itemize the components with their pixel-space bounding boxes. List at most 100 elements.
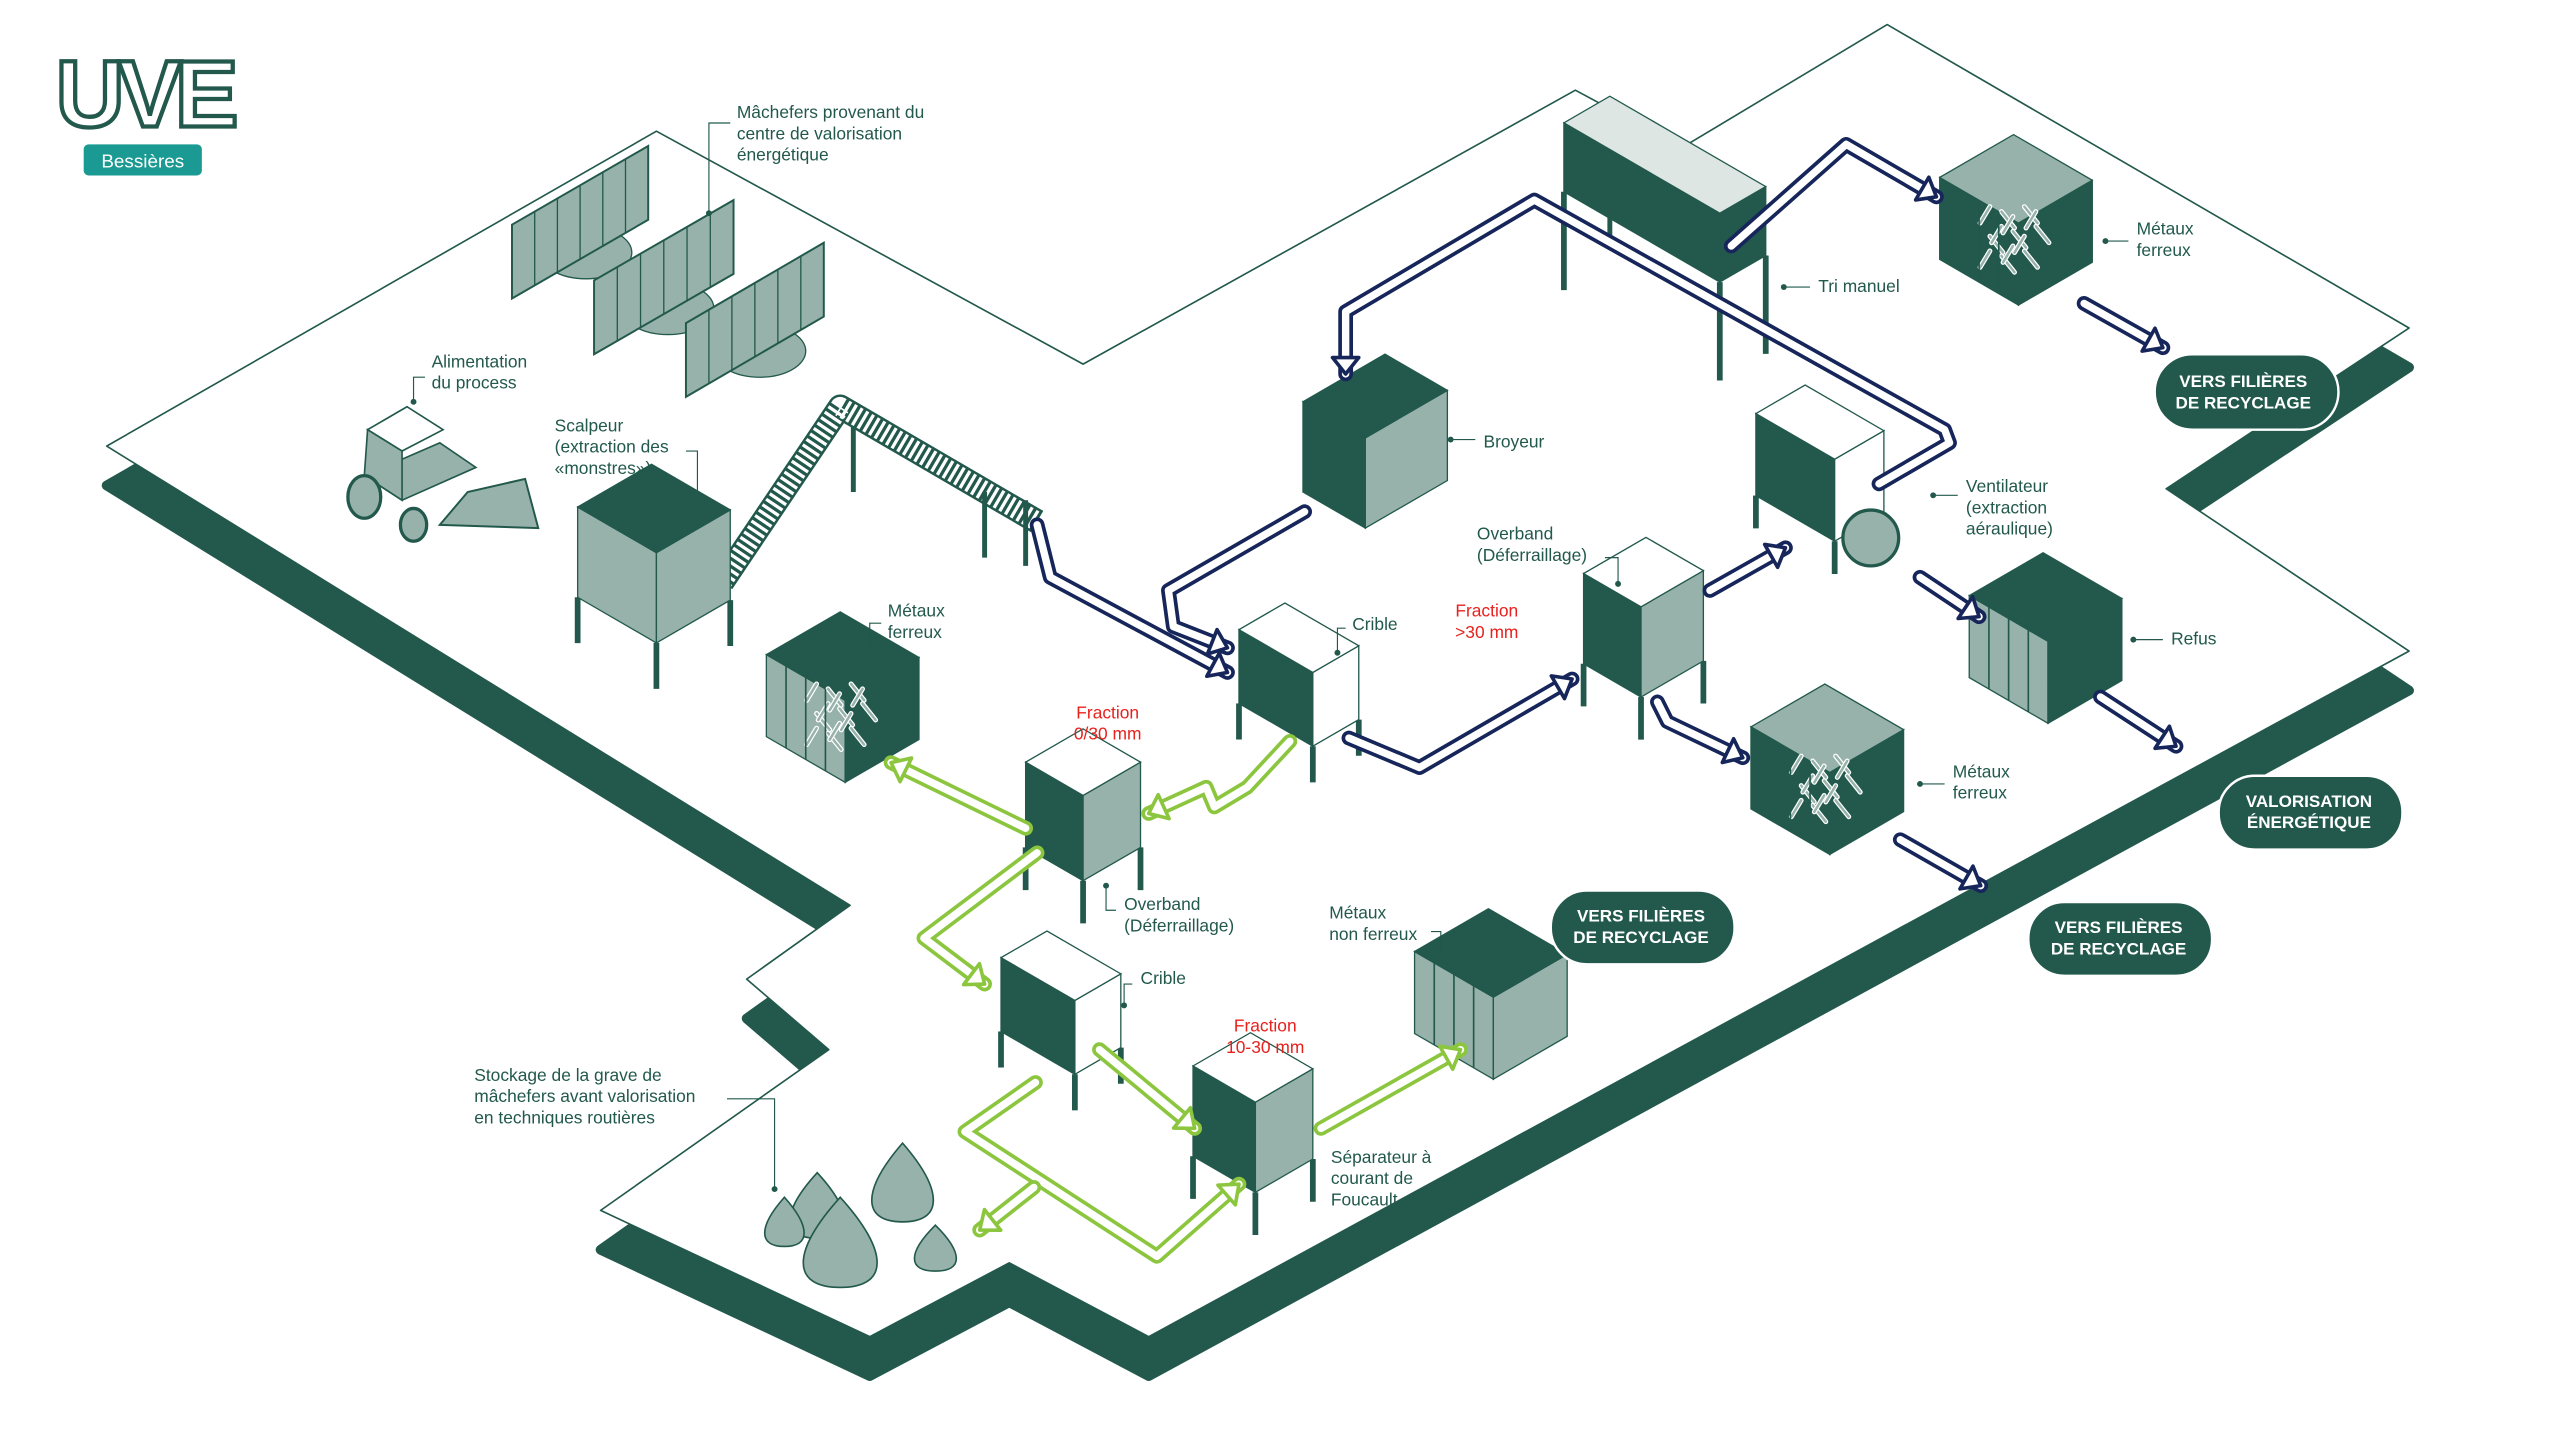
logo-wordmark: UVE (56, 41, 235, 147)
arrow-head-icon (1171, 1106, 1197, 1131)
gravel-pile (913, 1223, 958, 1272)
scrap-piece (1811, 759, 1828, 779)
machine-top-face (1413, 907, 1569, 998)
flow-crible-to-stockage (957, 1075, 1247, 1264)
metaux-ferreux-container-1 (765, 611, 921, 784)
crible-1 (1236, 602, 1362, 783)
leader-dot (866, 649, 873, 656)
arrow-head-icon (1956, 594, 1981, 621)
scrap-piece (851, 687, 864, 707)
scrap-piece (1790, 799, 1803, 818)
machine-top-face (1749, 683, 1905, 774)
arrow-head-icon (977, 1207, 1003, 1233)
loader-wheel (346, 473, 383, 520)
leader-dot (1917, 781, 1923, 787)
arrow-head-icon (1216, 1182, 1241, 1207)
leader-dot (1447, 436, 1454, 443)
leader-line (726, 1098, 776, 1190)
scrap-piece (1813, 764, 1826, 784)
flow-overband-to-metaux (1650, 694, 1751, 766)
leader-dot (1437, 951, 1444, 958)
scrap-piece (828, 722, 841, 741)
scrap-piece (1790, 754, 1803, 774)
loader-wheel (398, 506, 429, 543)
scrap-piece (1834, 754, 1851, 774)
flow-core (1653, 698, 1747, 762)
scrap-piece (861, 702, 877, 722)
scrap-piece (2034, 225, 2051, 244)
leader-dot (1334, 649, 1341, 656)
loader-bucket (437, 477, 540, 530)
gravel-pile (870, 1141, 935, 1223)
flow-overband-to-crible-2 (916, 845, 1045, 992)
flow-broyeur-to-crible (1161, 504, 1312, 656)
leader-line (869, 622, 882, 653)
scrap-piece (1836, 759, 1849, 779)
flow-metaux-3-out (1892, 832, 1989, 894)
overband-1 (1022, 728, 1144, 924)
broyeur (1301, 353, 1449, 530)
scrap-piece (1822, 779, 1839, 799)
scrap-piece (838, 707, 854, 727)
machine-top-face (1562, 95, 1768, 214)
arrow-head-icon (961, 961, 987, 987)
overband-2 (1580, 536, 1707, 740)
scrap-piece (1978, 205, 1992, 225)
bunker-walls (511, 144, 825, 399)
separateur-foucault (1190, 1031, 1316, 1235)
label-overband-1: Overband(Déferraillage) (1124, 894, 1234, 935)
machine-top-face (999, 930, 1123, 1002)
scrap-piece (839, 712, 853, 732)
scrap-piece (2023, 205, 2039, 225)
scrap-piece (1834, 799, 1851, 818)
flow-core (1317, 1045, 1465, 1133)
tri-manuel-cabin (1561, 95, 1769, 381)
label-refus: Refus (2171, 629, 2217, 649)
leader-line (1105, 885, 1116, 911)
leader-dot (1930, 492, 1937, 499)
machine-top-face (765, 611, 921, 702)
scrap-piece (1990, 225, 2003, 244)
leader-dot (705, 210, 712, 217)
arrow-head-icon (1437, 1044, 1463, 1071)
logo: UVE Bessières (54, 39, 244, 176)
flow-core (1341, 196, 1954, 488)
leader-dot (2102, 238, 2109, 245)
gravel-pile (763, 1196, 805, 1248)
machine-top-face (1237, 602, 1361, 674)
flow-core (1345, 675, 1576, 772)
scrap-piece (1978, 249, 1992, 269)
refus-container (1967, 552, 2124, 725)
scrap-piece (805, 726, 818, 746)
flow-scalpeur-to-crible (1029, 517, 1235, 680)
machine-top-face (1582, 536, 1705, 608)
leader-line (412, 376, 426, 402)
conveyor (711, 394, 1044, 590)
scrap-piece (1845, 774, 1862, 794)
scalpeur-hopper (574, 463, 734, 689)
machine-top-face (1754, 384, 1886, 460)
flow-overband-to-metaux-1 (883, 755, 1034, 836)
scrap-piece (2024, 210, 2038, 230)
machine-top-face (576, 463, 732, 554)
leader-dot (410, 398, 417, 405)
scrap-piece (2001, 244, 2015, 264)
arrow-head-icon (1958, 864, 1983, 891)
scrap-piece (2013, 234, 2026, 254)
leader-dot (694, 497, 701, 504)
flow-core (1727, 140, 1941, 250)
metaux-ferreux-container-3 (1749, 683, 1905, 856)
arrow-head-icon (1205, 627, 1230, 656)
grave-storage-piles (763, 1141, 958, 1289)
